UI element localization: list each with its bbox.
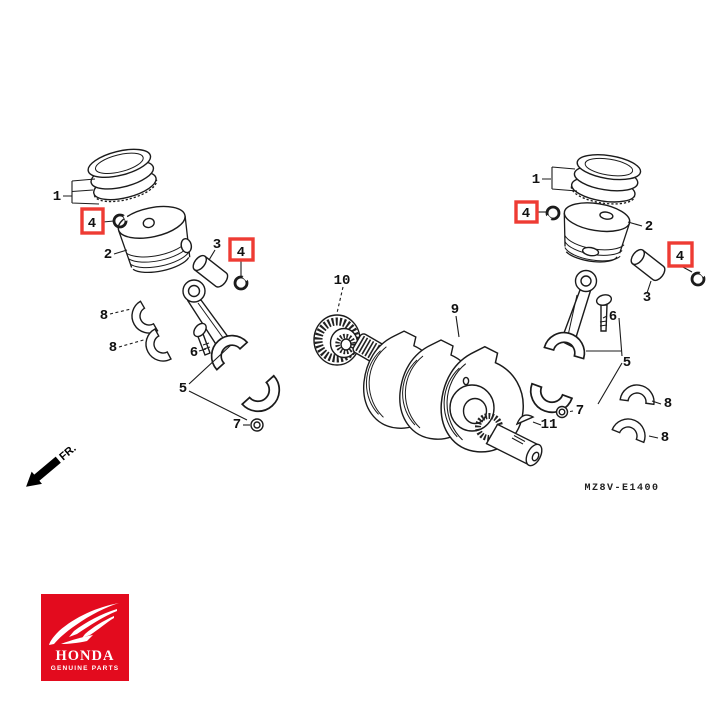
circlip-left-side-drawing [233,274,250,291]
callout-right-shell-lower: 8 [661,430,669,446]
rod-bolt-left-drawing [193,322,211,356]
woodruff-key-drawing [515,414,535,426]
piston-right-drawing [563,202,631,263]
callout-right-shell-upper: 8 [664,396,672,412]
rod-nut-right-drawing [555,405,569,419]
callout-right-piston: 2 [645,219,653,235]
callout-left-piston: 2 [104,247,112,263]
crankshaft-drawing [352,330,543,467]
callout-left-shell-lower: 8 [109,340,117,356]
callout-left-circlip-top: 4 [88,216,96,232]
callout-left-rings: 1 [53,189,61,205]
bearing-shell-left-lower-drawing [139,328,172,368]
callout-left-pin: 3 [213,237,221,253]
highlight-box-left-side [228,237,255,262]
callout-left-bolt: 6 [190,345,198,361]
front-direction-indicator: FR. [26,443,79,487]
piston-pin-left-drawing [192,254,229,288]
honda-logo: HONDA GENUINE PARTS [41,594,129,681]
highlight-box-right-side [667,241,694,268]
logo-subtitle-text: GENUINE PARTS [51,665,120,672]
diagram-code: MZ8V-E1400 [584,483,659,494]
connecting-rod-right-drawing [543,269,598,360]
leader-lines [63,166,693,439]
rod-nut-left-drawing [250,418,264,432]
callout-needle-bearing: 10 [334,273,351,289]
piston-pin-right-drawing [630,248,666,282]
piston-ring-set-left-drawing [87,148,158,203]
highlight-boxes [80,200,694,268]
bearing-shell-right-lower-drawing [611,413,651,444]
callout-right-rod: 5 [623,355,631,371]
piston-left-drawing [117,205,193,274]
callout-crankshaft: 9 [451,302,459,318]
callout-labels: 1 4 2 3 4 8 8 6 5 7 10 9 11 1 4 2 3 4 6 … [53,172,684,446]
callout-right-circlip-side: 4 [676,249,684,265]
needle-bearing-drawing [313,314,361,366]
callout-right-bolt: 6 [609,309,617,325]
callout-left-rod: 5 [179,381,187,397]
piston-ring-set-right-drawing [570,154,642,205]
callout-woodruff-key: 11 [541,417,558,433]
callout-right-pin: 3 [643,290,651,306]
callout-right-nut: 7 [576,403,584,419]
rod-cap-left-drawing [241,374,289,421]
front-arrow-icon [26,456,61,487]
highlight-box-right-top [514,200,539,224]
callout-left-nut: 7 [233,417,241,433]
connecting-rod-left-drawing [182,279,249,371]
logo-brand-text: HONDA [56,648,115,664]
front-label: FR. [57,443,78,464]
honda-wing-icon [49,603,119,645]
callout-left-shell-upper: 8 [100,308,108,324]
highlight-box-left-top [80,207,105,235]
callout-right-rings: 1 [532,172,540,188]
callout-left-circlip-side: 4 [237,245,245,261]
callout-right-circlip-top: 4 [522,206,530,222]
circlip-right-side-drawing [690,270,707,287]
circlip-right-top-drawing [544,205,561,222]
bearing-shell-right-upper-drawing [619,382,657,406]
